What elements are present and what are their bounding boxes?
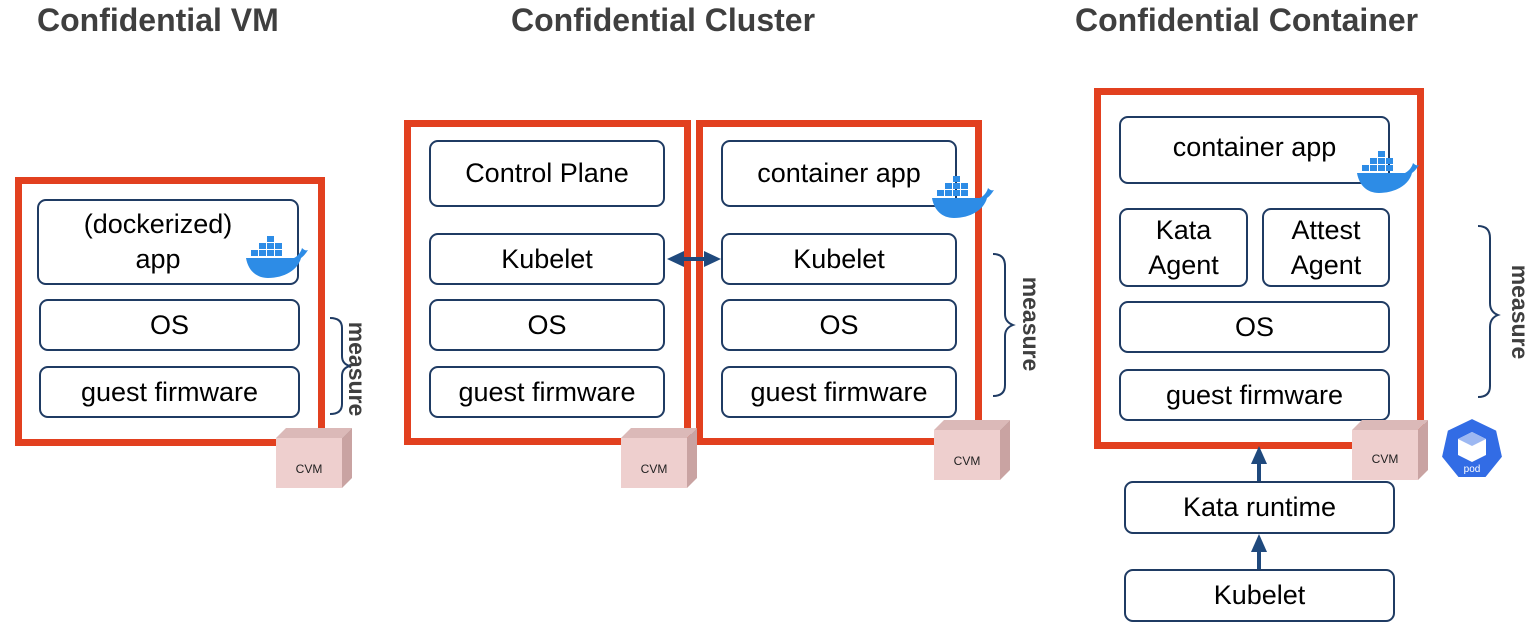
vm-firmware-box: guest firmware (39, 366, 300, 418)
docker-whale-icon-container (1357, 151, 1419, 193)
title-confidential-cluster: Confidential Cluster (511, 2, 816, 38)
cvm-label-cluster-right: CVM (953, 454, 981, 468)
kubelet-box-right: Kubelet (721, 233, 957, 285)
attest-agent-box: Attest Agent (1262, 208, 1390, 287)
title-confidential-vm: Confidential VM (37, 2, 279, 38)
container-app-label-cluster: container app (757, 158, 921, 188)
arrow-kubelet-to-kata-runtime (1251, 534, 1267, 569)
dockerized-app-line2: app (135, 244, 181, 274)
control-plane-box: Control Plane (429, 140, 665, 207)
cvm-cube-icon-container (1352, 420, 1428, 480)
firmware-box-left: guest firmware (429, 366, 665, 418)
measure-brace-cluster (992, 253, 1016, 397)
container-app-box: container app (1119, 116, 1390, 184)
kubelet-double-arrow (667, 251, 721, 267)
docker-whale-icon-vm (246, 236, 308, 278)
kata-agent-box: Kata Agent (1119, 208, 1248, 287)
cvm-cube-icon-cluster-left (621, 428, 697, 488)
attest-agent-line2: Agent (1290, 249, 1362, 280)
pod-label: pod (1463, 464, 1481, 475)
kata-agent-line1: Kata (1155, 214, 1212, 245)
measure-brace-container (1477, 225, 1501, 398)
container-app-label: container app (1172, 131, 1337, 162)
container-firmware-box: guest firmware (1119, 369, 1390, 421)
vm-os-box: OS (39, 299, 300, 351)
cvm-cube-icon-vm (276, 428, 352, 488)
cvm-cube-icon-cluster-right (934, 420, 1010, 480)
arrow-kata-runtime-to-cvm (1251, 446, 1267, 481)
cvm-label-vm: CVM (295, 462, 323, 476)
cvm-label-container: CVM (1371, 452, 1399, 466)
os-box-right: OS (721, 299, 957, 351)
attest-agent-line1: Attest (1291, 214, 1361, 245)
dockerized-app-line1: (dockerized) (83, 209, 233, 239)
kubelet-box-container: Kubelet (1124, 569, 1395, 622)
measure-brace-vm (329, 317, 351, 415)
container-app-box-cluster: container app (721, 140, 957, 207)
kubernetes-pod-icon (1439, 416, 1505, 479)
docker-whale-icon-cluster (932, 176, 994, 218)
container-os-box: OS (1119, 301, 1390, 353)
cvm-label-cluster-left: CVM (640, 462, 668, 476)
kata-agent-line2: Agent (1148, 249, 1219, 280)
kata-runtime-box: Kata runtime (1124, 481, 1395, 534)
os-box-left: OS (429, 299, 665, 351)
firmware-box-right: guest firmware (721, 366, 957, 418)
kubelet-box-left: Kubelet (429, 233, 665, 285)
title-confidential-container: Confidential Container (1075, 2, 1419, 38)
